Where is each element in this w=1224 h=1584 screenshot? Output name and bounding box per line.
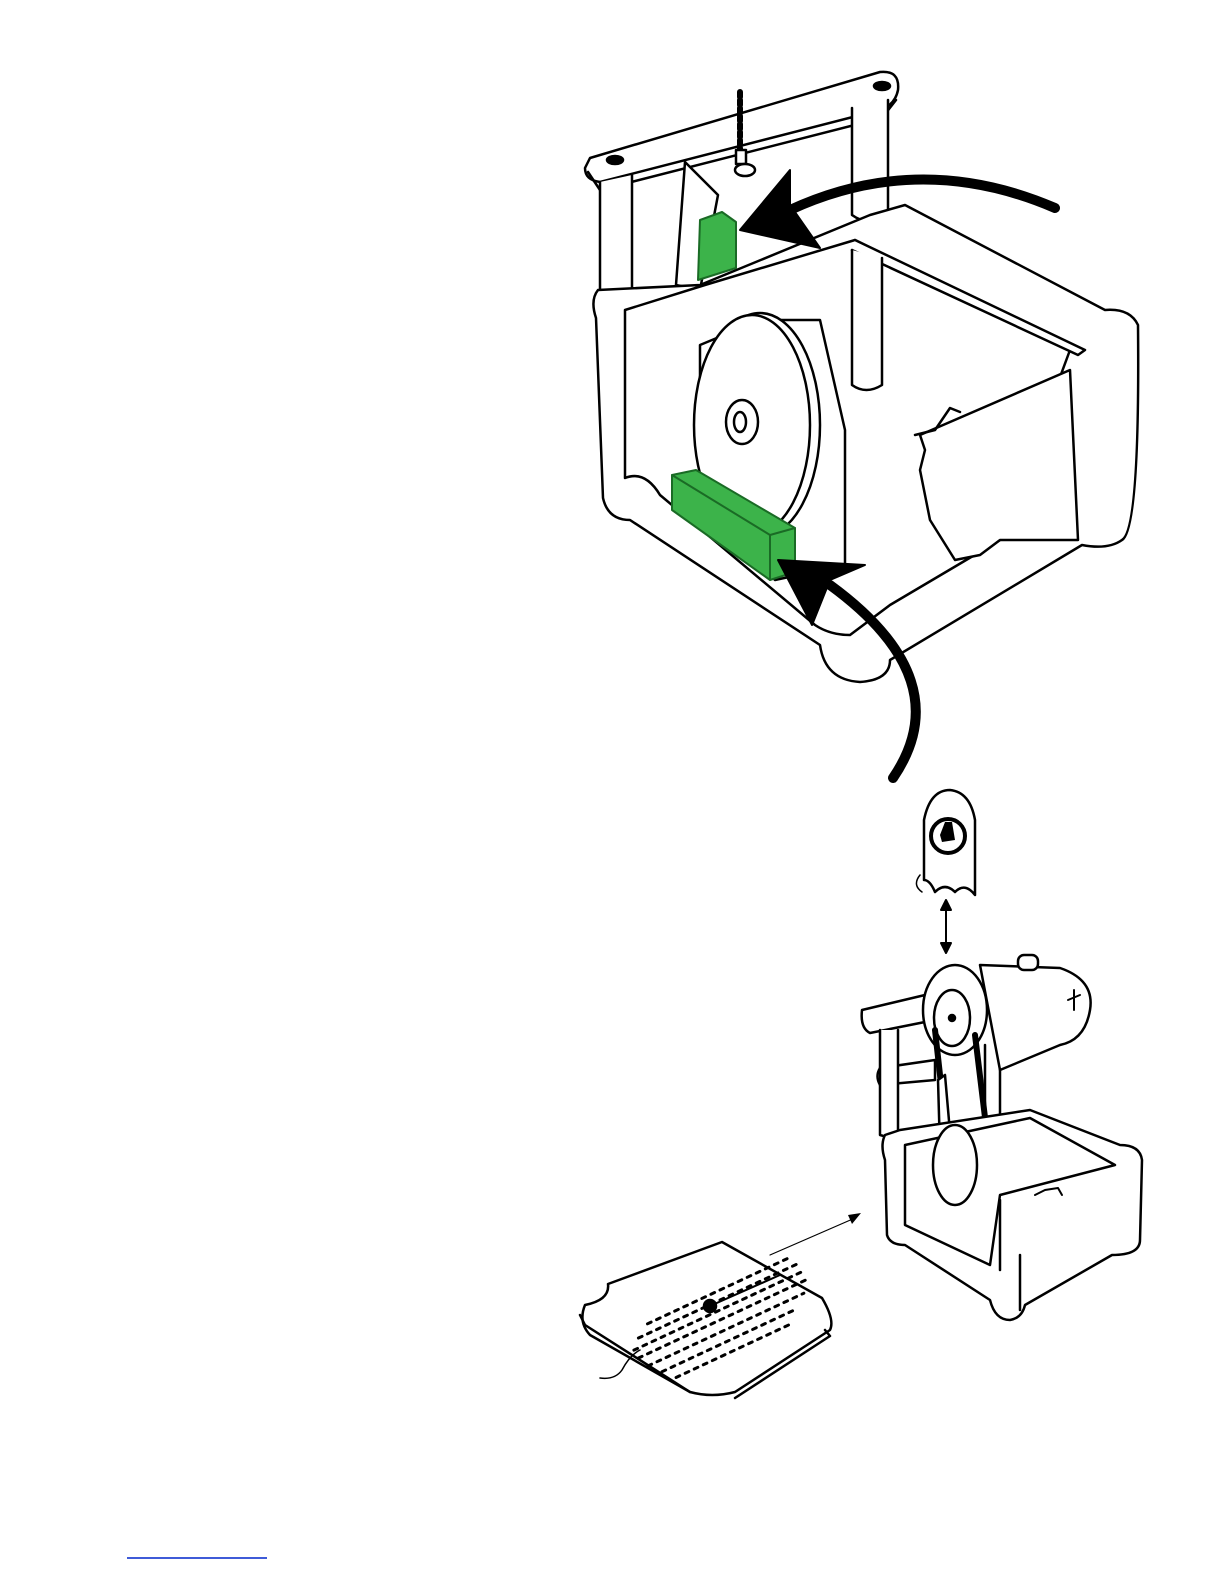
machine-interior-detail bbox=[585, 72, 1138, 682]
bottom-grate bbox=[580, 1242, 831, 1398]
arrowhead-upper bbox=[740, 170, 820, 248]
double-arrow-icon bbox=[941, 900, 951, 953]
left-post bbox=[600, 175, 632, 296]
curved-arrow-icon bbox=[790, 179, 1055, 210]
right-post bbox=[852, 100, 888, 222]
footer-link[interactable] bbox=[127, 1553, 267, 1559]
highlight-block-upper bbox=[698, 212, 736, 280]
pulley-guard-cover bbox=[916, 790, 975, 895]
thin-arrow-icon bbox=[770, 1218, 855, 1255]
assembled-machine bbox=[862, 955, 1142, 1320]
